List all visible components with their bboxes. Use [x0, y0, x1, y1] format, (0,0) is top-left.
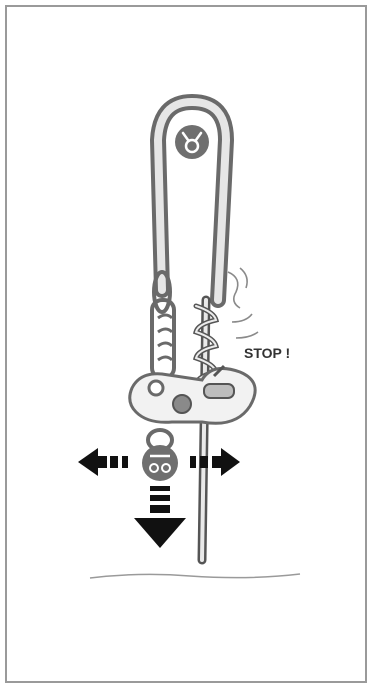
down-arrow-icon — [134, 486, 186, 548]
petzl-carabiner-logo-icon — [142, 430, 178, 481]
right-arrow-icon — [190, 448, 240, 476]
stop-label: STOP ! — [244, 345, 290, 361]
belay-device — [130, 366, 255, 423]
rope — [196, 300, 216, 560]
impact-lines — [228, 268, 258, 338]
left-arrow-icon — [78, 448, 128, 476]
ground-line — [90, 574, 300, 578]
petzl-anchor-logo-icon — [175, 125, 209, 159]
